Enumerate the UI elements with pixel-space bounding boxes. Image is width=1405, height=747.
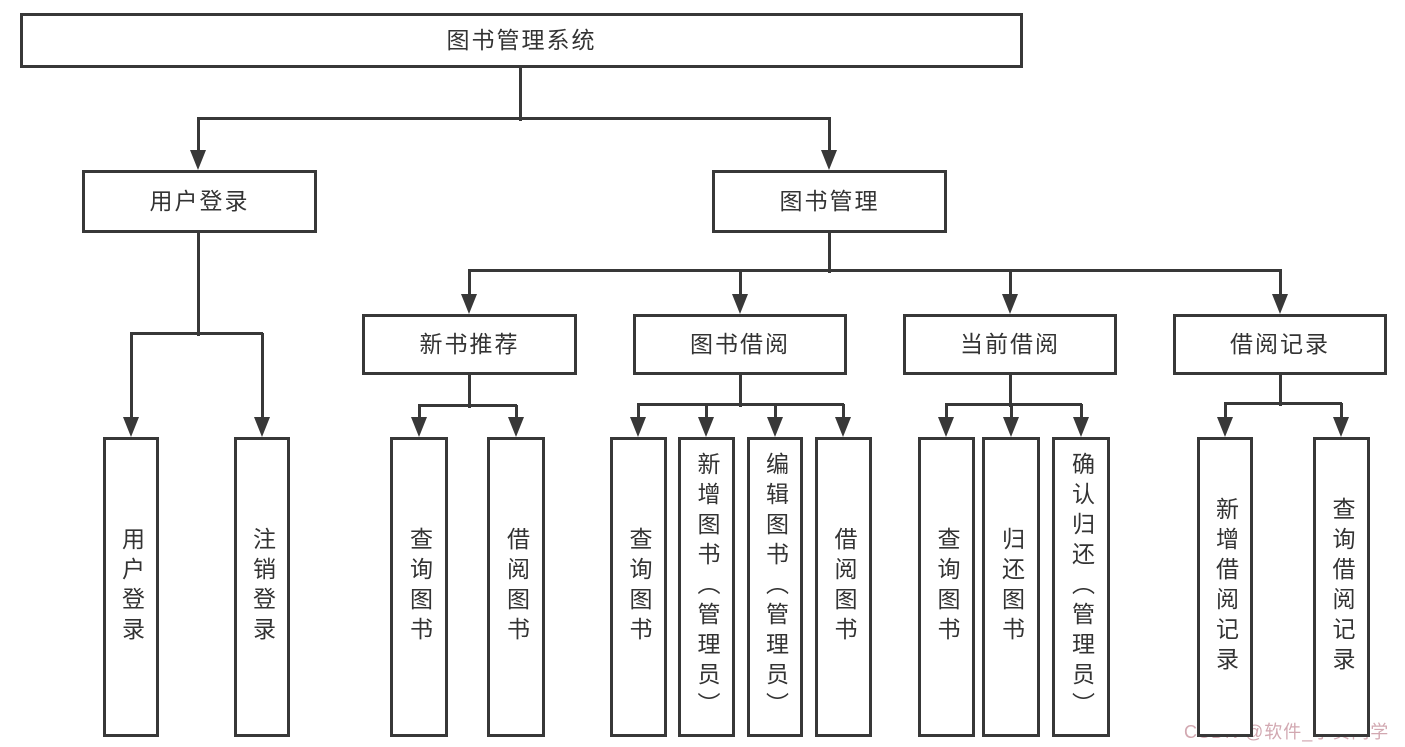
arrow-shaft — [197, 118, 200, 150]
node-current-borrow: 当前借阅 — [903, 314, 1117, 375]
arrow-shaft — [1080, 404, 1083, 417]
connector-vline — [739, 375, 742, 407]
node-new-book-rec: 新书推荐 — [362, 314, 577, 375]
node-label: 编辑图书（管理员） — [762, 452, 789, 722]
node-label: 用户登录 — [118, 527, 145, 647]
arrowhead-down-icon — [767, 417, 783, 437]
arrow-shaft — [130, 333, 133, 417]
node-label: 图书管理系统 — [446, 26, 597, 53]
arrowhead-down-icon — [461, 294, 477, 314]
node-leaf-query-record: 查询借阅记录 — [1313, 437, 1370, 737]
arrowhead-down-icon — [1003, 417, 1019, 437]
connector-vline — [519, 68, 522, 121]
arrowhead-down-icon — [1002, 294, 1018, 314]
node-leaf-user-login: 用户登录 — [103, 437, 159, 737]
arrow-shaft — [774, 404, 777, 417]
node-leaf-query-book-3: 查询图书 — [918, 437, 975, 737]
node-label: 当前借阅 — [960, 330, 1060, 357]
node-leaf-return-book: 归还图书 — [982, 437, 1040, 737]
connector-hline — [418, 404, 517, 407]
node-leaf-add-book: 新增图书（管理员） — [678, 437, 735, 737]
node-label: 确认归还（管理员） — [1068, 452, 1095, 722]
arrowhead-down-icon — [732, 294, 748, 314]
node-label: 查询图书 — [934, 527, 960, 647]
node-label: 图书管理 — [779, 187, 880, 214]
node-label: 新增借阅记录 — [1212, 497, 1239, 677]
arrow-shaft — [1279, 270, 1282, 294]
node-label: 新书推荐 — [419, 330, 520, 357]
arrowhead-down-icon — [190, 150, 206, 170]
node-label: 新增图书（管理员） — [694, 452, 720, 722]
arrowhead-down-icon — [821, 150, 837, 170]
node-book-mgmt: 图书管理 — [712, 170, 947, 233]
connector-hline — [130, 332, 263, 335]
connector-vline — [197, 233, 200, 336]
connector-vline — [828, 233, 831, 273]
node-leaf-borrow-book-1: 借阅图书 — [487, 437, 545, 737]
node-book-borrow: 图书借阅 — [633, 314, 847, 375]
connector-hline — [1224, 402, 1342, 405]
node-label: 归还图书 — [998, 527, 1025, 647]
node-label: 注销登录 — [249, 527, 276, 647]
arrowhead-down-icon — [698, 417, 714, 437]
arrowhead-down-icon — [508, 417, 524, 437]
node-label: 借阅图书 — [503, 527, 530, 647]
arrowhead-down-icon — [938, 417, 954, 437]
node-label: 借阅图书 — [831, 527, 857, 647]
arrow-shaft — [945, 404, 948, 417]
arrow-shaft — [739, 270, 742, 294]
arrow-shaft — [705, 404, 708, 417]
node-label: 查询借阅记录 — [1329, 497, 1355, 677]
arrow-shaft — [468, 270, 471, 294]
node-label: 借阅记录 — [1230, 330, 1330, 357]
node-label: 查询图书 — [626, 527, 652, 647]
arrowhead-down-icon — [254, 417, 270, 437]
connector-vline — [1009, 375, 1012, 407]
arrow-shaft — [515, 405, 518, 417]
node-label: 用户登录 — [149, 187, 250, 214]
node-leaf-confirm-return: 确认归还（管理员） — [1052, 437, 1110, 737]
node-label: 查询图书 — [406, 527, 433, 647]
node-leaf-query-book-2: 查询图书 — [610, 437, 667, 737]
arrow-shaft — [1224, 403, 1227, 417]
arrowhead-down-icon — [835, 417, 851, 437]
connector-hline — [197, 117, 831, 120]
arrow-shaft — [1340, 403, 1343, 417]
arrow-shaft — [828, 118, 831, 150]
connector-hline — [945, 403, 1082, 406]
arrow-shaft — [418, 405, 421, 417]
connector-hline — [637, 403, 844, 406]
connector-vline — [1279, 375, 1282, 406]
node-leaf-borrow-book-2: 借阅图书 — [815, 437, 872, 737]
node-leaf-query-book-1: 查询图书 — [390, 437, 448, 737]
connector-vline — [468, 375, 471, 408]
arrowhead-down-icon — [1217, 417, 1233, 437]
arrowhead-down-icon — [411, 417, 427, 437]
arrowhead-down-icon — [123, 417, 139, 437]
arrowhead-down-icon — [1073, 417, 1089, 437]
node-user-login: 用户登录 — [82, 170, 317, 233]
connector-hline — [468, 269, 1282, 272]
node-root: 图书管理系统 — [20, 13, 1023, 68]
node-leaf-logout: 注销登录 — [234, 437, 290, 737]
arrowhead-down-icon — [1333, 417, 1349, 437]
node-label: 图书借阅 — [690, 330, 790, 357]
node-leaf-edit-book: 编辑图书（管理员） — [747, 437, 803, 737]
arrowhead-down-icon — [630, 417, 646, 437]
arrow-shaft — [1010, 404, 1013, 417]
arrow-shaft — [261, 333, 264, 417]
arrowhead-down-icon — [1272, 294, 1288, 314]
arrow-shaft — [842, 404, 845, 417]
node-borrow-records: 借阅记录 — [1173, 314, 1387, 375]
arrow-shaft — [1009, 270, 1012, 294]
node-leaf-add-record: 新增借阅记录 — [1197, 437, 1253, 737]
arrow-shaft — [637, 404, 640, 417]
